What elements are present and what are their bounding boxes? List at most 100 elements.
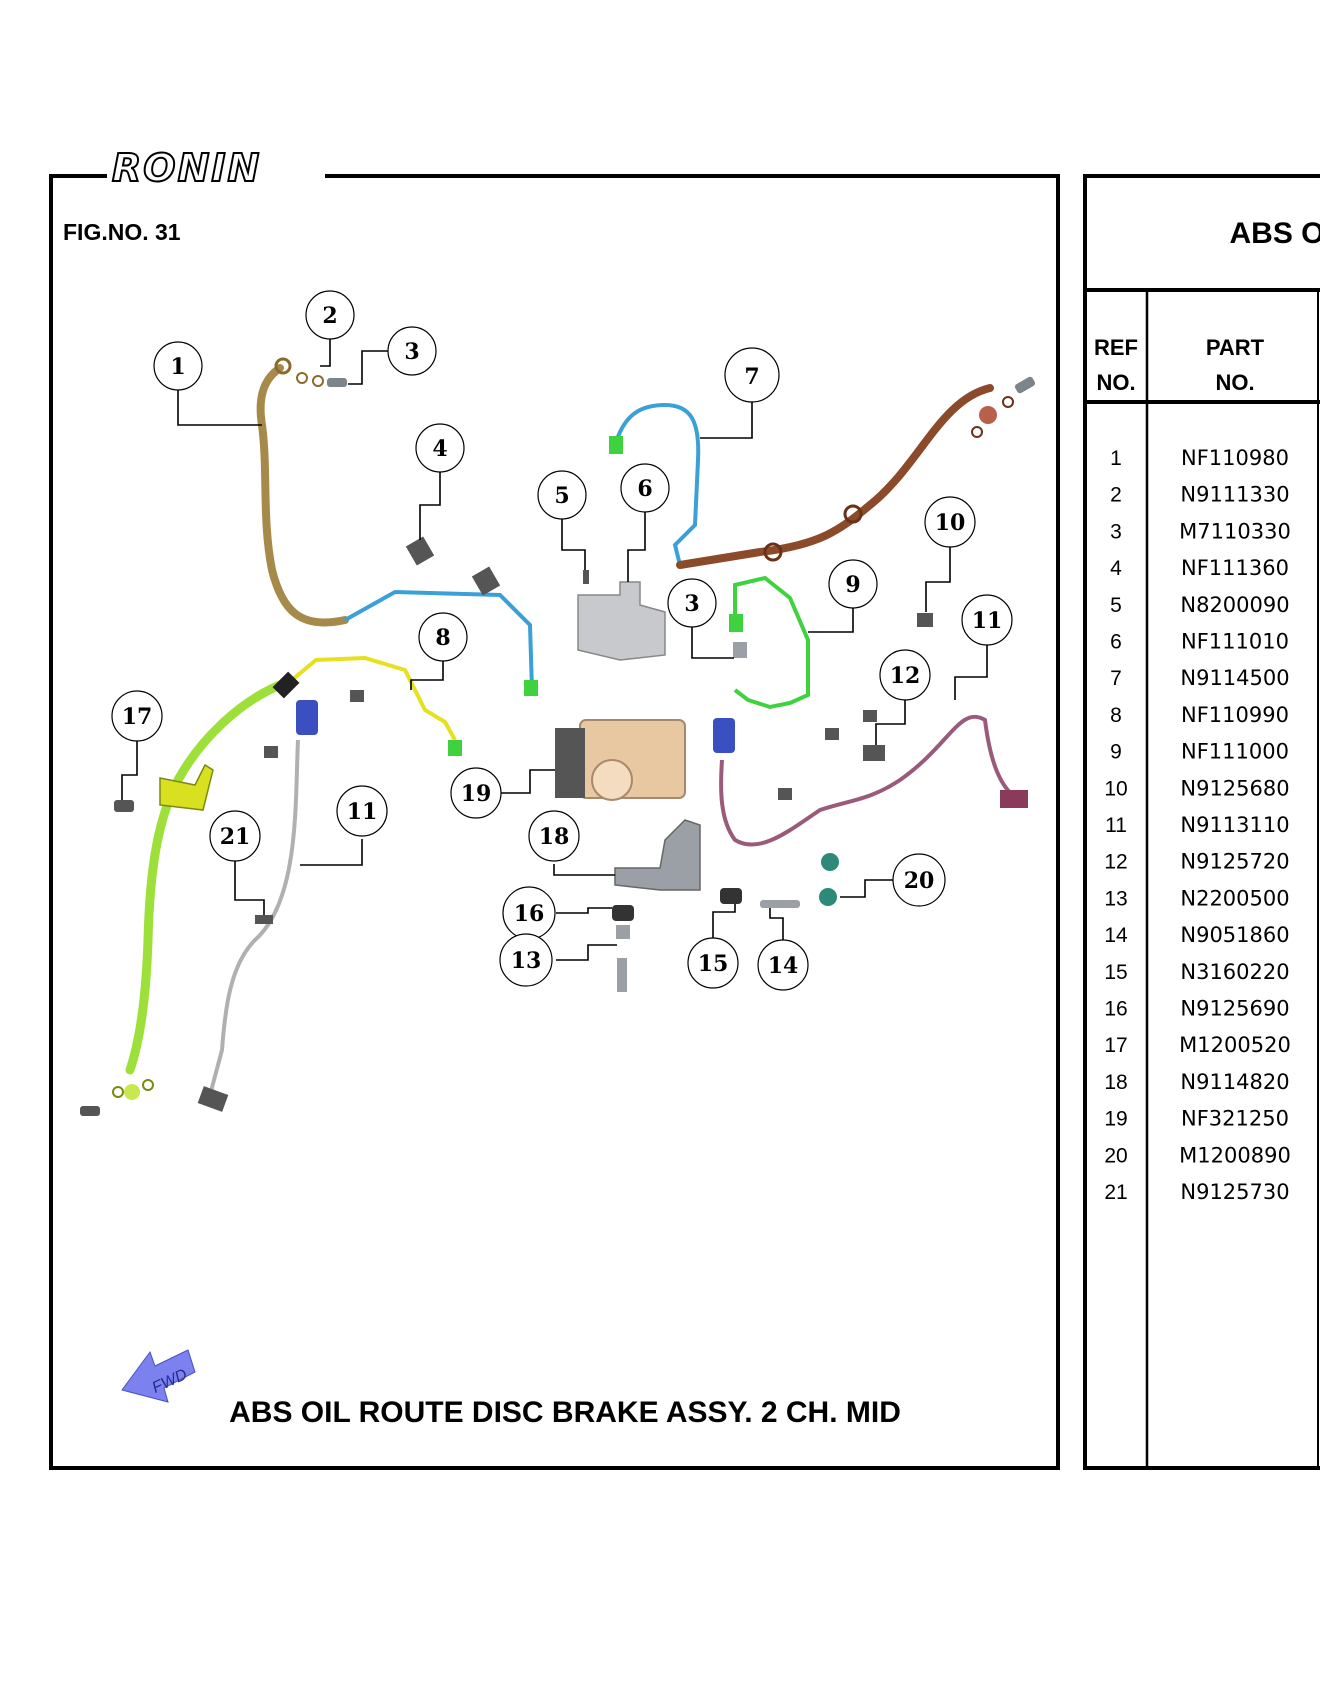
callout-9: 9 (828, 559, 878, 609)
grommet-part-15 (720, 888, 742, 904)
header-part-line1: PART (1206, 335, 1265, 360)
callout-15: 15 (687, 937, 739, 989)
svg-text:21: 21 (220, 824, 251, 850)
washer-lower-b (142, 1079, 154, 1091)
bolt-part-17 (114, 800, 134, 812)
svg-text:12: 12 (890, 663, 921, 689)
callout-3: 3 (387, 326, 437, 376)
sensor-wire-front (208, 739, 300, 1096)
row-ref-no: 8 (1110, 704, 1122, 727)
abs-motor-part-19 (591, 759, 633, 801)
row-part-no: N9125720 (1180, 850, 1289, 874)
svg-text:14: 14 (768, 953, 799, 979)
row-part-no: M1200520 (1179, 1033, 1291, 1057)
callout-5: 5 (537, 470, 587, 520)
row-part-no: N9113110 (1180, 813, 1289, 837)
svg-text:11: 11 (972, 608, 1003, 634)
bolt-part-3 (327, 378, 347, 387)
callout-21: 21 (209, 810, 261, 862)
row-part-no: N9114820 (1180, 1070, 1289, 1094)
row-part-no: M7110330 (1179, 519, 1291, 543)
clip-e (778, 788, 792, 800)
pipe-fitting-part-8 (448, 740, 462, 756)
bracket-part-6 (577, 581, 666, 661)
front-hose-part-1 (256, 364, 349, 627)
bolt-part-13 (617, 958, 627, 992)
svg-text:4: 4 (432, 436, 447, 462)
row-part-no: N2200500 (1180, 886, 1289, 910)
clamp-part-4b (471, 566, 501, 596)
row-part-no: N9111330 (1180, 483, 1289, 507)
washer-part-2b (312, 375, 324, 387)
callout-6: 6 (620, 463, 670, 513)
callout-11-front: 11 (336, 785, 388, 837)
pipe-fitting-green-lower (524, 680, 538, 696)
row-ref-no: 1 (1110, 447, 1122, 470)
row-part-no: N3160220 (1180, 960, 1289, 984)
svg-text:2: 2 (322, 303, 337, 329)
sensor-front (197, 1086, 229, 1112)
callout-14: 14 (757, 939, 809, 991)
svg-text:3: 3 (404, 339, 419, 365)
connector-rear (713, 718, 735, 753)
header-ref-line1: REF (1094, 335, 1138, 360)
svg-text:15: 15 (698, 951, 729, 977)
screw-part-5 (583, 570, 589, 584)
callout-11-rear: 11 (961, 594, 1013, 646)
svg-text:1: 1 (170, 354, 185, 380)
row-ref-no: 2 (1110, 484, 1122, 507)
svg-text:16: 16 (514, 901, 545, 927)
washer-lower-a (112, 1086, 124, 1098)
callout-8: 8 (418, 612, 468, 662)
row-ref-no: 3 (1110, 520, 1122, 543)
clip-b (350, 690, 364, 702)
callout-1: 1 (153, 341, 203, 391)
clip-c (863, 710, 877, 722)
clip-d (825, 728, 839, 740)
clip-a (264, 746, 278, 758)
washer-rear-b (971, 426, 983, 438)
row-ref-no: 20 (1104, 1144, 1127, 1167)
svg-text:6: 6 (637, 476, 652, 502)
header-ref-line2: NO. (1096, 370, 1135, 395)
sensor-wire-rear (719, 714, 1022, 847)
row-ref-no: 15 (1104, 961, 1127, 984)
pipe-fitting-part-7 (609, 436, 623, 454)
bolt-lower (80, 1106, 100, 1116)
banjo-bolt-part-3b (733, 642, 747, 658)
row-part-no: NF111360 (1181, 556, 1289, 580)
washer-rear-a (1002, 396, 1014, 408)
figure-frame (49, 174, 1060, 1470)
hose-banjo-part-1 (274, 357, 292, 375)
svg-text:17: 17 (122, 704, 153, 730)
svg-text:20: 20 (904, 868, 935, 894)
connector-front (296, 700, 318, 735)
row-ref-no: 11 (1105, 814, 1127, 837)
row-ref-no: 18 (1104, 1071, 1127, 1094)
svg-text:7: 7 (744, 364, 759, 390)
svg-text:8: 8 (435, 625, 450, 651)
callout-12: 12 (879, 649, 931, 701)
callout-7: 7 (724, 347, 780, 403)
abs-ecu-part-19 (555, 728, 585, 798)
leader-lines (121, 338, 988, 961)
pipe-part-9 (733, 575, 810, 710)
rear-hose-brown (676, 384, 994, 569)
row-part-no: N8200090 (1180, 593, 1289, 617)
table-title: ABS O (1229, 217, 1320, 250)
banjo-lower (124, 1084, 140, 1100)
callout-16: 16 (502, 886, 556, 940)
row-part-no: M1200890 (1179, 1143, 1291, 1167)
clamp-part-4 (405, 536, 435, 566)
sensor-rear (1000, 790, 1028, 808)
table-row: 15 N3160220 (1104, 960, 1289, 984)
callout-4: 4 (415, 423, 465, 473)
